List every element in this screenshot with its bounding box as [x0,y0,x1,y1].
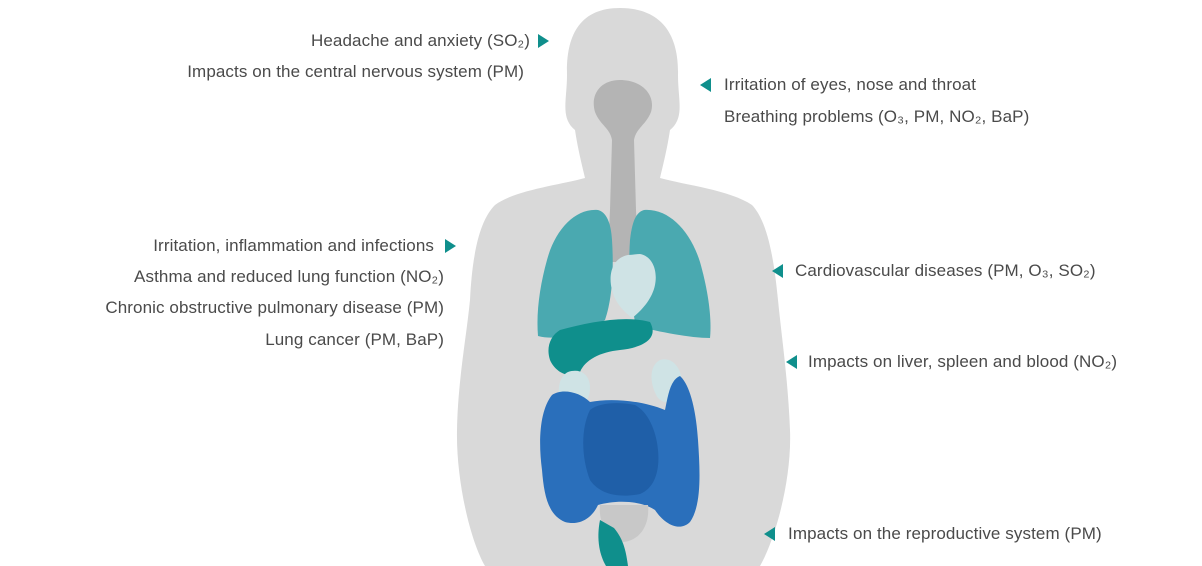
label-asthma: Asthma and reduced lung function (NO₂) [134,267,444,287]
triangle-left-icon [772,264,783,278]
label-cardio: Cardiovascular diseases (PM, O₃, SO₂) [795,261,1096,281]
label-cns: Impacts on the central nervous system (P… [187,62,524,82]
label-lung-cancer: Lung cancer (PM, BaP) [265,330,444,350]
label-eyes: Irritation of eyes, nose and throat [724,75,976,95]
triangle-right-icon [445,239,456,253]
label-lung-irritation: Irritation, inflammation and infections [153,236,434,256]
label-copd: Chronic obstructive pulmonary disease (P… [105,298,444,318]
label-reproductive: Impacts on the reproductive system (PM) [788,524,1102,544]
small-intestine [583,403,658,495]
label-breathing: Breathing problems (O₃, PM, NO₂, BaP) [724,107,1029,127]
triangle-right-icon [538,34,549,48]
triangle-left-icon [700,78,711,92]
triangle-left-icon [786,355,797,369]
label-headache: Headache and anxiety (SO₂) [311,31,530,51]
label-liver: Impacts on liver, spleen and blood (NO₂) [808,352,1117,372]
triangle-left-icon [764,527,775,541]
